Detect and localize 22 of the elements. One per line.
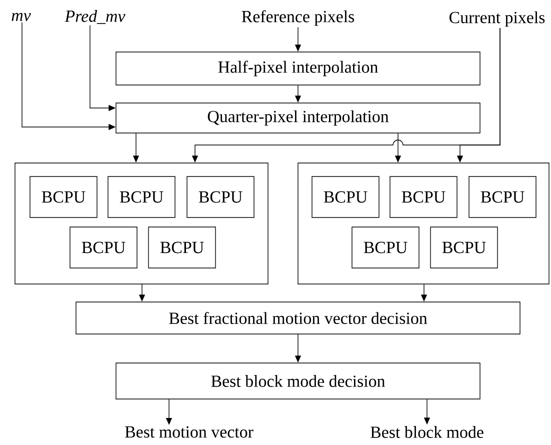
bcpu-box: BCPU (108, 176, 176, 218)
process-box: Best block mode decision (116, 362, 480, 400)
bcpu-box: BCPU (30, 176, 98, 218)
bcpu-box: BCPU (70, 226, 138, 268)
bcpu-box: BCPU (390, 176, 458, 218)
process-box: Half-pixel interpolation (116, 52, 480, 86)
output-label: Best block mode (370, 426, 484, 438)
input-label: Reference pixels (242, 10, 354, 26)
output-label: Best motion vector (125, 426, 254, 438)
input-label: Current pixels (449, 11, 545, 27)
unit-array-box (298, 162, 550, 284)
bcpu-box: BCPU (148, 226, 216, 268)
bcpu-box: BCPU (186, 176, 254, 218)
process-box: Best fractional motion vector decision (76, 302, 520, 334)
bcpu-box: BCPU (430, 226, 498, 268)
bcpu-box: BCPU (468, 176, 536, 218)
process-box: Quarter-pixel interpolation (116, 102, 480, 134)
bcpu-box: BCPU (312, 176, 380, 218)
unit-array-box (14, 162, 268, 284)
bcpu-box: BCPU (352, 226, 420, 268)
input-label: Pred_mv (64, 10, 126, 24)
input-label: mv (12, 12, 31, 22)
